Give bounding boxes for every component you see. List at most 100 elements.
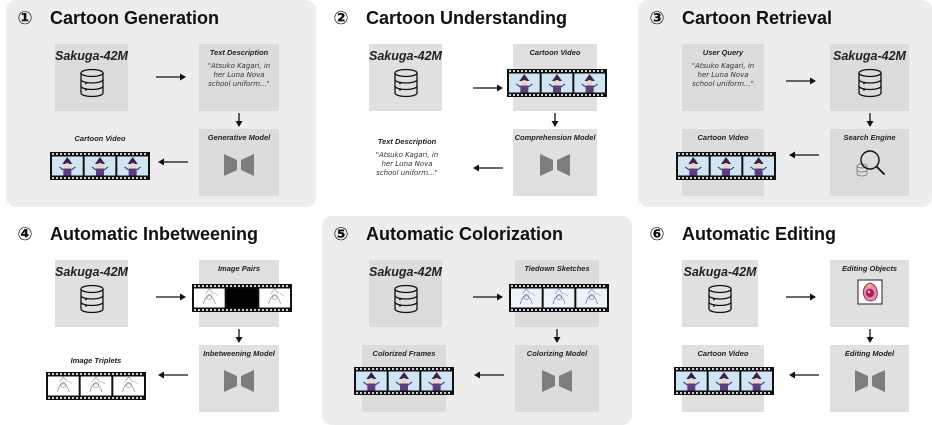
film-strip-icon [507,69,607,97]
arrow-left [474,371,504,379]
panel-cartoon-understanding: ② Cartoon Understanding Sakuga-42M Carto… [322,0,632,207]
arrow-left [789,371,819,379]
panel-title: ① Cartoon Generation [14,8,219,29]
database-icon [393,68,418,98]
panel-cartoon-retrieval: ③ Cartoon Retrieval User Query "Atsuko K… [638,0,932,207]
arrow-right [786,77,816,85]
panel-automatic-inbetweening: ④ Automatic Inbetweening Sakuga-42M Imag… [6,216,316,425]
dataset-label: Sakuga-42M [55,49,128,63]
comprehension-model-box: Comprehension Model [513,129,597,196]
database-icon [857,68,882,98]
hourglass-model-icon [542,370,572,392]
arrow-down [235,329,243,343]
panel-automatic-colorization: ⑤ Automatic Colorization Sakuga-42M Tied… [322,216,632,425]
tiedown-sketches-label: Tiedown Sketches [524,264,590,273]
editing-model-label: Editing Model [844,349,895,358]
dataset-box: Sakuga-42M [55,44,128,111]
panel-title: ⑤ Automatic Colorization [330,224,563,245]
text-description-box: Text Description "Atsuko Kagari, in her … [199,44,279,111]
dataset-label: Sakuga-42M [369,265,442,279]
editing-model-box: Editing Model [830,345,909,412]
panel-number: ⑤ [333,224,349,245]
generative-model-box: Generative Model [199,129,279,196]
hourglass-model-icon [224,370,254,392]
arrow-right [473,293,503,301]
dataset-label: Sakuga-42M [369,49,442,63]
panel-cartoon-generation: ① Cartoon Generation Sakuga-42M Text Des… [6,0,316,207]
panel-number: ⑥ [649,224,665,245]
arrow-down [553,329,561,343]
film-strip-icon [46,372,146,400]
panel-title-text: Cartoon Retrieval [682,8,833,28]
arrow-right [156,73,186,81]
dataset-box: Sakuga-42M [369,44,442,111]
database-icon [79,68,104,98]
cartoon-video-label: Cartoon Video [529,48,581,57]
comprehension-model-label: Comprehension Model [514,133,596,142]
image-triplets-block: Image Triplets [46,352,146,365]
arrow-down [866,329,874,343]
colorizing-model-label: Colorizing Model [526,349,588,358]
arrow-left [473,164,503,172]
text-description-block: Text Description "Atsuko Kagari, in her … [362,133,452,178]
panel-title: ⑥ Automatic Editing [646,224,836,245]
user-query-box: User Query "Atsuko Kagari, in her Luna N… [682,44,764,111]
film-strip-icon [509,284,609,312]
image-pairs-label: Image Pairs [217,264,261,273]
film-strip-icon [192,284,292,312]
colorized-frames-label: Colorized Frames [372,349,436,358]
text-description-label: Text Description [209,48,269,57]
hourglass-model-icon [854,370,885,392]
text-description-label: Text Description [377,137,437,146]
text-description-quote: "Atsuko Kagari, in her Luna Nova school … [375,151,439,177]
film-strip-icon [354,367,454,395]
hourglass-model-icon [224,154,254,176]
cartoon-video-label: Cartoon Video [697,133,749,142]
image-triplets-label: Image Triplets [70,356,122,365]
search-engine-box: Search Engine [830,129,909,196]
panel-title: ② Cartoon Understanding [330,8,567,29]
editing-objects-box: Editing Objects [830,260,909,327]
dataset-label: Sakuga-42M [55,265,128,279]
film-strip-icon [674,367,774,395]
inbetweening-model-label: Inbetweening Model [203,349,275,358]
user-query-label: User Query [702,48,744,57]
panel-number: ① [17,8,33,29]
film-strip-icon [50,152,150,180]
arrow-left [158,371,188,379]
arrow-down [551,113,559,127]
arrow-left [789,151,819,159]
database-icon [393,284,418,314]
text-description-quote: "Atsuko Kagari, in her Luna Nova school … [207,62,271,88]
panel-number: ② [333,8,349,29]
panel-title: ④ Automatic Inbetweening [14,224,258,245]
inbetweening-model-box: Inbetweening Model [199,345,279,412]
panel-title-text: Automatic Colorization [366,224,563,244]
panel-number: ③ [649,8,665,29]
arrow-right [786,293,816,301]
magnifier-icon [856,150,885,177]
dataset-label: Sakuga-42M [683,265,757,279]
arrow-down [235,113,243,127]
dataset-box: Sakuga-42M [830,44,909,111]
cartoon-video-label: Cartoon Video [697,349,749,358]
database-icon [79,284,104,314]
cartoon-video-block: Cartoon Video [50,130,150,143]
arrow-down [866,113,874,127]
dataset-box: Sakuga-42M [682,260,758,327]
search-engine-label: Search Engine [843,133,896,142]
panel-title-text: Automatic Inbetweening [50,224,259,244]
colorizing-model-box: Colorizing Model [515,345,599,412]
editing-object-icon [857,279,882,305]
panel-title-text: Cartoon Understanding [366,8,567,28]
dataset-box: Sakuga-42M [369,260,442,327]
arrow-right [156,293,186,301]
panel-title-text: Automatic Editing [682,224,836,244]
dataset-label: Sakuga-42M [833,49,906,63]
arrow-right [473,84,503,92]
panel-number: ④ [17,224,33,245]
hourglass-model-icon [540,154,570,176]
user-query-quote: "Atsuko Kagari, in her Luna Nova school … [691,62,755,88]
dataset-box: Sakuga-42M [55,260,128,327]
arrow-left [158,158,188,166]
